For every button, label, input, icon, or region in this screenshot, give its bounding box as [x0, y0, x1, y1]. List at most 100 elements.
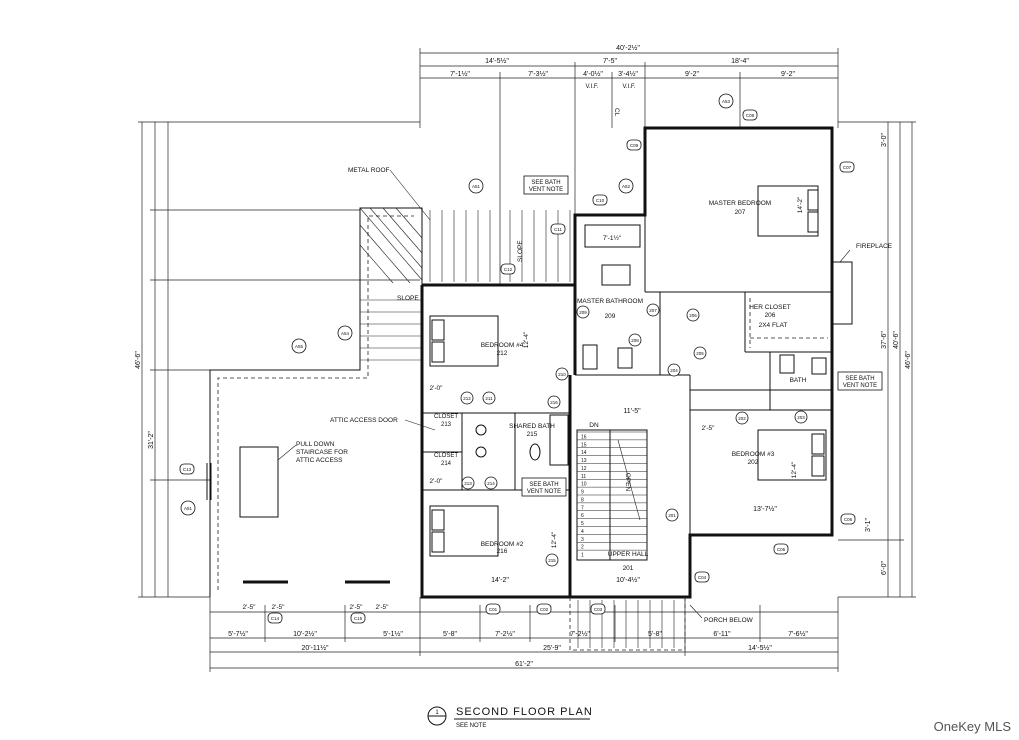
- master-bathroom: MASTER BATHROOM 209 7'-1½" CL: [577, 108, 643, 370]
- door-tag-201: 201: [668, 513, 676, 518]
- window-tag-c01: C01: [489, 607, 498, 612]
- pull-down-note-3: ATTIC ACCESS: [296, 457, 343, 464]
- stair-step-number: 2: [581, 545, 584, 551]
- vif-note-2: V.I.F.: [622, 84, 635, 90]
- door-tag-207: 207: [649, 308, 657, 313]
- door-tag-203: 203: [797, 415, 805, 420]
- door-tag-205: 205: [696, 351, 704, 356]
- stair-step-number: 1: [581, 553, 584, 559]
- slope-note-2: SLOPE: [517, 240, 524, 262]
- dim-right-top: 3'-0": [881, 133, 888, 147]
- door-tag-202: 202: [738, 416, 746, 421]
- master-bed: [757, 185, 819, 237]
- dim-bed3-d: 12'-4": [791, 461, 798, 478]
- see-bath-note-3-line1: SEE BATH: [845, 376, 874, 382]
- bedroom-4-bed: [429, 315, 499, 367]
- bottom-dimension-strings: 2'-5" 2'-5" 2'-5" 2'-5" 5'-7½" 10'-2½" 5…: [209, 597, 839, 672]
- bedroom-2: BEDROOM #2 216 12'-4" 14'-2": [429, 505, 558, 584]
- dim-closet-b: 2'-0": [430, 478, 444, 485]
- dim-bottom-g: 5'-8": [648, 631, 662, 638]
- dim-bottom-c: 5'-1½": [383, 630, 403, 638]
- plan-title-block: 1 SECOND FLOOR PLAN SEE NOTE: [427, 706, 592, 729]
- window-tag-c15: C15: [354, 616, 363, 621]
- see-bath-note-2-line1: SEE BATH: [529, 482, 558, 488]
- bedroom-3: BEDROOM #3 202 12'-4" 13'-7½" 2'-5": [702, 425, 827, 513]
- dim-hall-s: 2'-5": [702, 425, 716, 432]
- window-tag-c09: C09: [630, 143, 639, 148]
- slope-note-1: SLOPE: [397, 295, 419, 302]
- dim-left-overall: 46'-6": [135, 351, 142, 369]
- dim-top-right: 18'-4": [731, 58, 749, 65]
- upper-hall-label: UPPER HALL: [608, 551, 649, 558]
- shared-tub: [549, 414, 569, 466]
- stair-dn: DN: [589, 422, 599, 429]
- stair-step-number: 6: [581, 513, 584, 519]
- dim-right-inner: 40'-6": [893, 331, 900, 349]
- section-marker-6: A51: [184, 506, 193, 511]
- fireplace: [831, 261, 853, 325]
- dim-closet-a: 2'-0": [430, 385, 444, 392]
- closets-and-shared-bath: CLOSET 213 CLOSET 214 2'-0" SHARED BATH …: [430, 414, 569, 485]
- see-bath-note-2-line2: VENT NOTE: [527, 489, 561, 495]
- bedroom-3-bed: [757, 429, 827, 481]
- flat-note: 2X4 FLAT: [759, 322, 788, 329]
- dim-top-overall: 40'-2½": [616, 44, 640, 52]
- see-bath-vent-notes: SEE BATH VENT NOTE SEE BATH VENT NOTE SE…: [521, 175, 883, 497]
- stair-step-number: 5: [581, 521, 584, 527]
- bedroom-3-number: 202: [748, 459, 759, 466]
- dim-right-overall: 46'-6": [905, 351, 912, 369]
- dim-top-c: 4'-0½": [583, 70, 603, 78]
- master-bedroom-label: MASTER BEDROOM: [709, 200, 771, 207]
- plan-subtitle: SEE NOTE: [456, 723, 486, 729]
- bedroom-2-label: BEDROOM #2: [481, 541, 524, 548]
- left-dimension-strings: 46'-6" 31'-2": [135, 121, 420, 598]
- door-tag-214: 214: [487, 481, 495, 486]
- dim-top-d: 3'-4½": [618, 70, 638, 78]
- bath-right: BATH: [779, 354, 827, 384]
- dim-window-b: 2'-5": [272, 604, 286, 611]
- see-bath-note-3-line2: VENT NOTE: [843, 383, 877, 389]
- dim-hall-bottom: 10'-4½": [616, 576, 640, 584]
- cl-room-label: CL: [613, 108, 620, 117]
- upper-hall-number: 201: [623, 565, 634, 572]
- window-tag-c10: C10: [596, 198, 605, 203]
- attic-roof-area: METAL ROOF SLOPE SLOPE ATTIC ACCESS DOOR…: [206, 167, 571, 597]
- vif-note-1: V.I.F.: [585, 84, 598, 90]
- section-marker-3: A53: [722, 99, 731, 104]
- closet-214-number: 214: [441, 461, 452, 467]
- master-tub: [584, 224, 641, 248]
- fireplace-note: FIREPLACE: [856, 243, 893, 250]
- window-tag-c02: C02: [540, 607, 549, 612]
- dim-window-d: 2'-5": [376, 604, 390, 611]
- window-tag-c08: C08: [746, 113, 755, 118]
- bedroom-4-number: 212: [497, 350, 508, 357]
- dim-top-e: 9'-2": [685, 71, 699, 78]
- window-tag-c12: C12: [504, 267, 513, 272]
- bedroom-2-bed: [429, 505, 499, 557]
- closet-214-label: CLOSET: [434, 453, 458, 459]
- door-tag-210: 210: [558, 372, 566, 377]
- door-tag-212: 212: [463, 396, 471, 401]
- stair-step-number: 14: [581, 450, 587, 456]
- window-tag-c13: C13: [183, 467, 192, 472]
- dim-bed4-w: 12'-4": [523, 331, 530, 348]
- dim-window-c: 2'-5": [350, 604, 364, 611]
- metal-roof-note: METAL ROOF: [348, 167, 390, 174]
- attic-hatch: [239, 446, 279, 518]
- top-dimension-strings: 40'-2½" 14'-5½" 7'-5" 18'-4" 7'-1½" 7'-3…: [419, 44, 839, 285]
- dim-bed3-w: 13'-7½": [753, 505, 777, 513]
- dim-top-f: 9'-2": [781, 71, 795, 78]
- window-tag-c06: C06: [844, 517, 853, 522]
- dim-right-mid: 3'-1": [865, 518, 872, 532]
- window-tag-c11: C11: [554, 227, 562, 232]
- dim-bath-w: 7'-1½": [603, 234, 622, 242]
- right-dimension-strings: 3'-0" 37'-6" 40'-6" 46'-6" 3'-1" 6'-0": [838, 121, 916, 598]
- her-closet-number: 206: [765, 312, 776, 319]
- detail-number: 1: [435, 710, 439, 716]
- stair-step-number: 16: [581, 434, 587, 440]
- stair-step-number: 3: [581, 537, 584, 543]
- pull-down-note-2: STAIRCASE FOR: [296, 449, 348, 456]
- see-bath-note-1-line2: VENT NOTE: [529, 187, 563, 193]
